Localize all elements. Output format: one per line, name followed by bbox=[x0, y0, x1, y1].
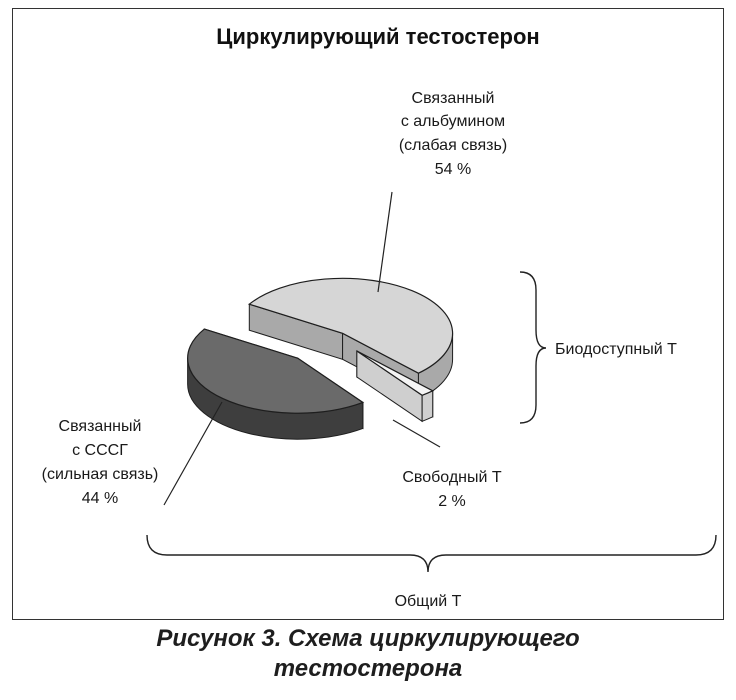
svg-text:2 %: 2 % bbox=[438, 493, 466, 510]
total-label: Общий Т bbox=[395, 593, 462, 610]
pie-chart: Циркулирующий тестостерон Связанный с ал… bbox=[42, 24, 717, 610]
svg-text:(слабая связь): (слабая связь) bbox=[399, 137, 507, 154]
slice-label-shbg: Связанный с СССГ (сильная связь) 44 % bbox=[42, 418, 159, 507]
svg-text:Связанный: Связанный bbox=[59, 418, 142, 435]
bioavailable-bracket bbox=[519, 271, 547, 424]
pie-slice-free-side bbox=[421, 390, 434, 423]
slice-label-albumin: Связанный с альбумином (слабая связь) 54… bbox=[399, 90, 507, 178]
leader-line-shbg bbox=[163, 401, 223, 506]
total-bracket bbox=[146, 534, 717, 573]
svg-text:с альбумином: с альбумином bbox=[401, 113, 505, 130]
caption-line-1: Рисунок 3. Схема циркулирующего bbox=[156, 625, 580, 652]
pie-slice-free bbox=[356, 350, 435, 423]
caption-line-2: тестостерона bbox=[273, 655, 463, 682]
svg-text:(сильная связь): (сильная связь) bbox=[42, 466, 159, 483]
svg-text:54 %: 54 % bbox=[435, 161, 471, 178]
pie-slice-free-top bbox=[356, 350, 435, 396]
chart-title: Циркулирующий тестостерон bbox=[216, 24, 539, 49]
pie-slice-shbg-top bbox=[187, 328, 365, 414]
pie-slices bbox=[187, 277, 454, 440]
leader-line-albumin bbox=[377, 191, 393, 293]
pie-slice-shbg bbox=[187, 328, 365, 440]
slice-label-free: Свободный Т 2 % bbox=[402, 469, 502, 510]
leader-line-free bbox=[392, 419, 441, 448]
chart-frame bbox=[12, 8, 724, 620]
svg-text:Свободный Т: Свободный Т bbox=[402, 469, 502, 486]
svg-text:с СССГ: с СССГ bbox=[72, 442, 128, 459]
pie-slice-albumin-top bbox=[248, 277, 454, 374]
bioavailable-label: Биодоступный Т bbox=[555, 341, 677, 358]
svg-text:44 %: 44 % bbox=[82, 490, 118, 507]
figure-caption: Рисунок 3. Схема циркулирующего тестосте… bbox=[0, 624, 736, 684]
svg-text:Связанный: Связанный bbox=[412, 90, 495, 107]
